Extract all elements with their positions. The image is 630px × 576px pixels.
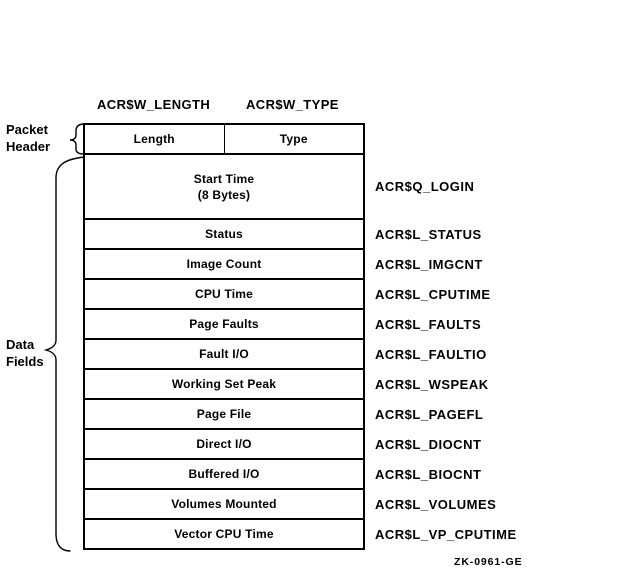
table-row-page-faults: Page Faults ACR$L_FAULTS (85, 308, 481, 338)
type-cell: Type (223, 125, 364, 153)
field-name: Buffered I/O (188, 467, 260, 481)
column-label-acrw-length: ACR$W_LENGTH (97, 97, 211, 112)
symbol-label: ACR$L_DIOCNT (375, 436, 482, 452)
table-row-cpu-time: CPU Time ACR$L_CPUTIME (85, 278, 490, 308)
symbol-label: ACR$L_STATUS (375, 226, 482, 242)
field-name: Working Set Peak (171, 377, 277, 391)
table-row-direct-io: Direct I/O ACR$L_DIOCNT (85, 428, 481, 458)
field-name-line1: Start Time (193, 171, 255, 186)
symbol-label: ACR$L_FAULTS (375, 316, 482, 332)
table-row-status: Status ACR$L_STATUS (85, 218, 481, 248)
symbol-label: ACR$L_BIOCNT (375, 466, 482, 482)
field-name: Direct I/O (196, 437, 252, 451)
symbol-label: ACR$L_VP_CPUTIME (375, 526, 517, 542)
data-fields-label-line2: Fields (6, 354, 44, 369)
table-row-working-set-peak: Working Set Peak ACR$L_WSPEAK (85, 368, 488, 398)
symbol-label: ACR$L_CPUTIME (375, 286, 491, 302)
field-name: Image Count (186, 257, 262, 271)
start-time-cell: Start Time (8 Bytes) (85, 155, 363, 218)
field-name: Volumes Mounted (171, 497, 277, 511)
symbol-label: ACR$L_WSPEAK (375, 376, 489, 392)
table-row-fault-io: Fault I/O ACR$L_FAULTIO (85, 338, 486, 368)
symbol-label: ACR$L_VOLUMES (375, 496, 497, 512)
field-name-line2: (8 Bytes) (197, 187, 251, 202)
table-row-start-time: Start Time (8 Bytes) ACR$Q_LOGIN (85, 153, 474, 218)
packet-structure-table: Length Type Start Time (8 Bytes) ACR$Q_L… (83, 123, 516, 550)
table-row-buffered-io: Buffered I/O ACR$L_BIOCNT (85, 458, 481, 488)
packet-header-label-line1: Packet (6, 122, 48, 137)
symbol-label: ACR$Q_LOGIN (375, 179, 475, 194)
table-row-volumes-mounted: Volumes Mounted ACR$L_VOLUMES (85, 488, 496, 518)
symbol-label: ACR$L_IMGCNT (375, 256, 483, 272)
field-name: Fault I/O (199, 347, 249, 361)
figure-number: ZK-0961-GE (454, 556, 523, 568)
packet-header-brace (69, 123, 85, 155)
field-name: Page File (196, 407, 252, 421)
field-name: CPU Time (194, 287, 254, 301)
field-name: Vector CPU Time (174, 527, 274, 541)
table-row-page-file: Page File ACR$L_PAGEFL (85, 398, 483, 428)
data-fields-label: Data Fields (6, 336, 44, 370)
packet-header-label-line2: Header (6, 139, 51, 154)
symbol-label: ACR$L_PAGEFL (375, 406, 484, 422)
table-row-header: Length Type (85, 125, 363, 153)
length-cell: Length (133, 132, 175, 146)
column-label-acrw-type: ACR$W_TYPE (246, 97, 339, 112)
packet-header-label: Packet Header (6, 121, 50, 155)
symbol-label: ACR$L_FAULTIO (375, 346, 487, 362)
table-row-vector-cpu-time: Vector CPU Time ACR$L_VP_CPUTIME (85, 518, 516, 548)
table-row-image-count: Image Count ACR$L_IMGCNT (85, 248, 482, 278)
field-name: Status (205, 227, 243, 241)
data-fields-label-line1: Data (6, 337, 35, 352)
field-name: Page Faults (189, 317, 259, 331)
data-fields-brace (43, 156, 85, 552)
